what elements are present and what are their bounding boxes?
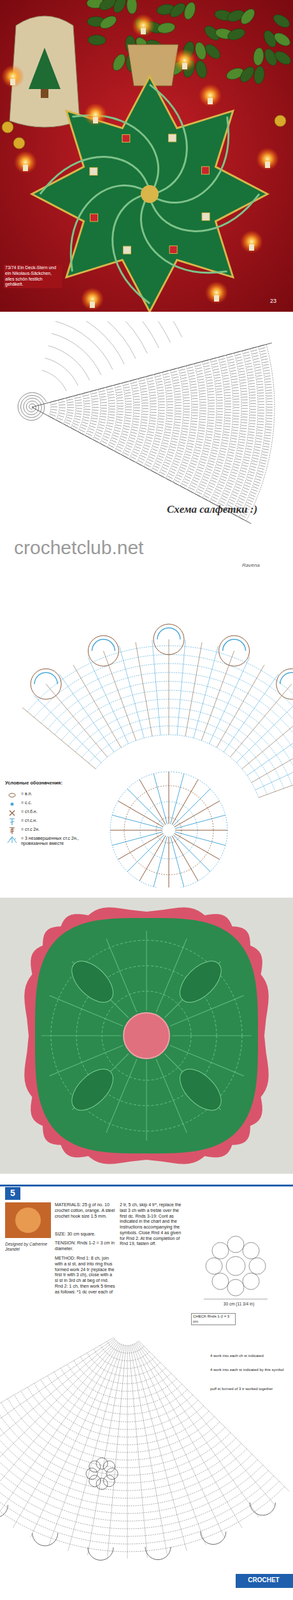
symbol-note: 4 work into each st indicated by this sy… <box>210 1369 288 1375</box>
size-text: SIZE: 30 cm square. <box>54 1233 116 1239</box>
pattern-number: 5 <box>5 1188 21 1202</box>
chart-title: Схема салфетки :) <box>166 503 290 517</box>
legend-item: = 3 незавершенных ст.с 2н., провязанных … <box>5 836 106 848</box>
legend-text: = с.с. <box>21 801 32 807</box>
photo-panel <box>0 0 293 313</box>
legend-item: = с.с. <box>5 801 106 809</box>
legend-symbol <box>5 828 20 836</box>
check-note: CHECK Rnds 1-2 = 3 cm <box>191 1314 236 1327</box>
photo-caption: 73/74 Ein Deck-Stern und ein Nikolaus-Sä… <box>3 264 63 289</box>
legend-text: = ст.с 2н. <box>21 828 40 834</box>
symbol-note: puff st formed of 3 tr worked together <box>210 1388 288 1394</box>
legend-symbol <box>5 810 20 818</box>
symbol-note: 4 work into each ch st indicated <box>210 1355 288 1361</box>
photo-panel <box>0 898 293 1176</box>
chart-panel <box>0 587 293 889</box>
watermark: crochetclub.net <box>14 536 225 561</box>
chart-panel <box>17 321 275 525</box>
legend-symbol <box>5 801 20 809</box>
legend-symbol <box>5 819 20 827</box>
legend-symbol <box>5 792 20 801</box>
legend-item: = в.п. <box>5 792 106 801</box>
legend-text: = в.п. <box>21 792 32 798</box>
method-text: METHOD: Rnd 1: 8 ch, join with a sl st, … <box>54 1257 116 1297</box>
legend-text: = 3 незавершенных ст.с 2н., провязанных … <box>21 836 106 848</box>
magazine-name: CROCHET <box>238 1578 290 1587</box>
dimension-label: 30 cm (11 3/4 in) <box>203 1303 274 1309</box>
legend-heading: Условные обозначения: <box>5 780 101 787</box>
legend-item: = ст.с 2н. <box>5 828 106 836</box>
chart-panel <box>0 1184 293 1600</box>
materials-text: MATERIALS: 25 g of no. 10 crochet cotton… <box>54 1203 116 1221</box>
designer-credit: Designed by Catherine Jeandel <box>5 1243 53 1254</box>
legend-item: = ст.б.н. <box>5 810 106 818</box>
page-number: 23 <box>270 298 290 306</box>
method-text: 2 tr, 5 ch, skip 4 tr*, replace the last… <box>119 1203 186 1249</box>
legend: = в.п. = с.с. = ст.б.н. = ст.с.н. = ст.с 2н.… <box>5 791 106 850</box>
author-credit: Ravena <box>242 563 287 570</box>
legend-item: = ст.с.н. <box>5 819 106 827</box>
legend-text: = ст.с.н. <box>21 819 37 825</box>
legend-text: = ст.б.н. <box>21 810 38 816</box>
tension-text: TENSION: Rnds 1-2 = 3 cm in diameter. <box>54 1242 116 1254</box>
legend-symbol <box>5 836 20 845</box>
